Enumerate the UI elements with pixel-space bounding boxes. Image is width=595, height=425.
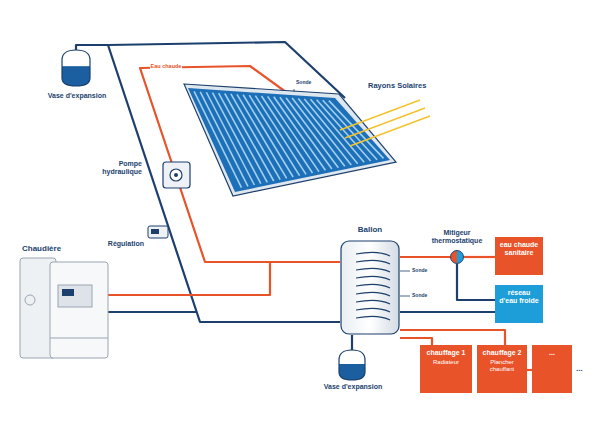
sensor-label: Sonde [296,80,318,86]
heat-coil [356,284,390,288]
heat-coil [356,300,390,304]
collector-tube [329,101,384,159]
boiler-gauge [25,295,35,305]
heating-box: chauffage 2 Plancher chauffant [477,345,527,393]
sensor-label: Sonde [412,293,434,299]
sun-label: Rayons Solaires [368,82,448,91]
heat-coil [356,260,390,264]
sun-rays [340,100,430,146]
cold-water-box: réseau d'eau froide [495,285,543,323]
pump [163,162,190,188]
collector-panel [188,88,390,192]
pipe-connector [457,264,495,300]
pipe-connector [400,256,450,258]
ellipsis-label: ... [576,364,590,373]
heating-box: chauffage 1 Radiateur [420,345,472,393]
tank-outline [340,240,400,335]
collector-tube [213,93,261,184]
tank-body [341,241,399,334]
boiler [20,258,108,358]
ray [350,116,430,146]
box-title: chauffage 2 [480,349,524,357]
pump-body [163,162,190,188]
heating-box: ... [532,345,572,393]
collector-tube [194,91,241,187]
solar-pipes [76,42,532,370]
pipe-connector [400,311,495,313]
collector-tube [219,93,268,182]
controller-screen [151,229,159,234]
sensor-wire [400,271,410,272]
pump-hub [174,173,178,177]
box-subtitle: Plancher chauffant [480,359,524,373]
part-label: Régulation [92,240,144,248]
boiler-panel [58,285,92,307]
collector-tube [225,94,274,182]
box-title: réseau d'eau froide [498,289,540,305]
part-label: Chaudière [22,244,82,253]
collector-tubes [194,91,383,187]
box-title: ... [535,349,569,357]
controller-body [148,226,168,238]
boiler-seam [50,338,108,339]
storage-tank: Ballon [340,240,400,335]
pipe-label: Eau chaude [150,63,182,69]
hot-pipe [108,262,270,295]
node-label: Mitigeur thermostatique [425,229,489,245]
boiler-body [50,262,108,358]
sensor-wire [400,296,410,297]
heat-coil [356,268,390,272]
part-label: Vase d'expansion [322,383,384,391]
heat-coil [356,276,390,280]
collector-tube [206,92,254,185]
cold-pipe [108,311,197,313]
sensor-wire [294,89,295,92]
collector-tube [317,100,371,161]
pipe-connector [400,330,505,345]
node-label: Ballon [330,225,410,234]
boiler-display [62,289,74,296]
heat-coil [356,252,390,256]
part-label: Pompe hydraulique [78,160,142,176]
sensor-label: Sonde [412,268,434,274]
collector-tube [231,94,280,180]
collector-tube [323,100,377,160]
hot-water-box: eau chaude sanitaire [495,237,543,275]
pump-rotor [170,169,182,181]
part-label: Vase d'expansion [46,92,108,100]
box-title: eau chaude sanitaire [498,241,540,257]
expansion-vessel [62,50,90,86]
heat-coil [356,308,390,312]
collector-tube [200,92,248,186]
pipe-connector [464,256,495,258]
heat-coil [356,292,390,296]
mixing-valve: Mitigeur thermostatique [450,250,464,264]
expansion-vessel [339,350,365,380]
controller [148,226,168,238]
box-title: chauffage 1 [423,349,469,357]
box-subtitle: Radiateur [423,359,469,366]
pipe-connector [400,338,432,345]
heat-coil [356,316,390,320]
